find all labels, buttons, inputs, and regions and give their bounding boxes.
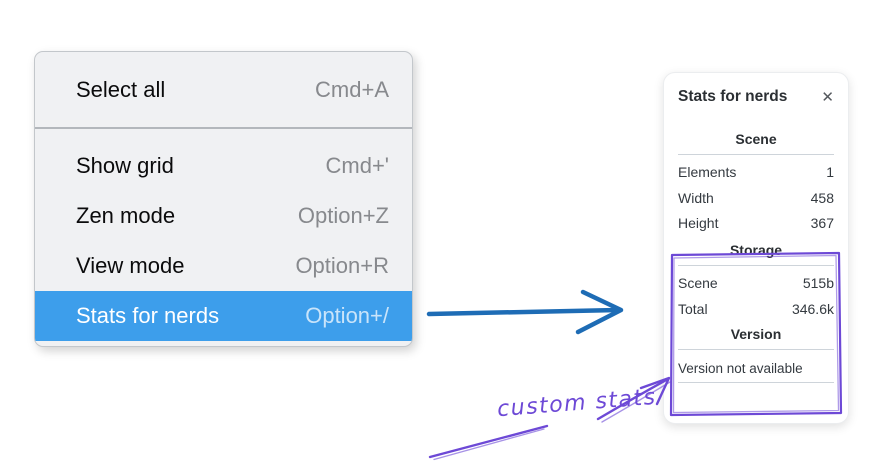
panel-header: Stats for nerds ✕ [678,88,834,106]
purple-diagonal-stroke [428,424,549,461]
section-version: Version Version not available [678,326,834,383]
menu-item-select-all[interactable]: Select all Cmd+A [35,65,412,115]
menu-item-label: Stats for nerds [76,303,220,328]
menu-item-show-grid[interactable]: Show grid Cmd+' [35,141,412,191]
stat-label: Height [678,215,719,231]
stat-label: Scene [678,275,718,291]
section-heading: Scene [735,131,777,147]
menu-item-label: Zen mode [76,203,176,228]
stat-label: Total [678,300,708,317]
stat-value: 367 [810,215,834,231]
menu-item-shortcut: Option+/ [305,303,389,328]
stat-row-height: Height 367 [678,215,834,231]
section-storage: Storage Scene 515b Total 346.6k [678,242,834,317]
custom-stats-annotation: custom stats [496,384,658,423]
stat-label: Width [678,189,714,206]
menu-item-stats-for-nerds[interactable]: Stats for nerds Option+/ [35,291,412,341]
menu-item-shortcut: Option+Z [297,203,389,228]
section-scene: Scene Elements 1 Width 458 Height 367 [678,131,834,231]
stat-row-scene-size: Scene 515b [678,275,834,291]
close-icon[interactable]: ✕ [821,88,834,106]
divider [678,265,834,266]
menu-item-label: Select all [76,77,166,102]
version-note: Version not available [678,361,803,376]
blue-arrow [426,289,624,335]
divider [678,349,834,350]
stat-row-elements: Elements 1 [678,164,834,180]
context-menu: Select all Cmd+A Show grid Cmd+' Zen mod… [34,51,413,347]
stats-for-nerds-panel: Stats for nerds ✕ Scene Elements 1 Width… [663,72,849,424]
section-heading: Version [730,326,782,342]
divider [678,382,834,383]
menu-item-shortcut: Option+R [295,253,389,278]
menu-item-zen-mode[interactable]: Zen mode Option+Z [35,191,412,241]
divider [678,154,834,155]
panel-title: Stats for nerds [678,88,788,105]
stat-value: 515b [802,275,834,291]
stat-row-total-size: Total 346.6k [678,301,834,317]
stat-value: 346.6k [791,300,834,317]
menu-item-label: Show grid [76,153,174,178]
stat-label: Elements [678,164,737,180]
menu-item-label: View mode [76,253,185,278]
stat-value: 1 [826,164,834,180]
menu-item-view-mode[interactable]: View mode Option+R [35,241,412,291]
menu-divider [35,127,412,129]
section-heading: Storage [729,242,783,258]
stat-row-width: Width 458 [678,190,834,206]
menu-item-shortcut: Cmd+A [315,77,389,102]
stat-value: 458 [810,189,834,206]
menu-item-shortcut: Cmd+' [325,153,390,178]
